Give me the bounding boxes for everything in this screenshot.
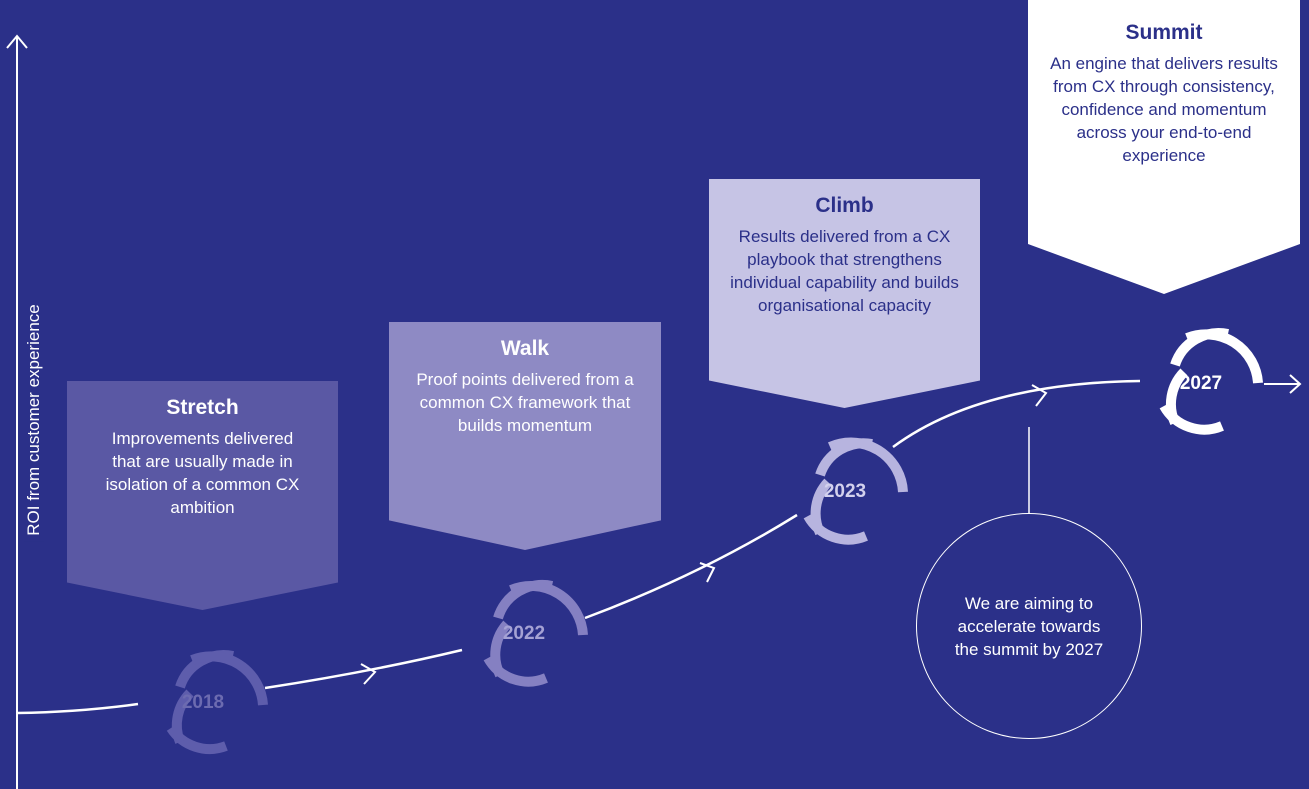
ring-icon-2022: [483, 579, 588, 687]
stage-card-climb: Climb Results delivered from a CX playbo…: [709, 179, 980, 408]
stage-description-stretch: Improvements delivered that are usually …: [105, 429, 300, 517]
stage-card-stretch: Stretch Improvements delivered that are …: [67, 381, 338, 610]
ring-icon-2027: [1159, 328, 1263, 435]
stage-title-climb: Climb: [815, 194, 874, 217]
y-axis-label: ROI from customer experience: [24, 298, 44, 542]
stage-description-summit: An engine that delivers results from CX …: [1050, 54, 1278, 165]
stage-card-walk: Walk Proof points delivered from a commo…: [389, 322, 661, 550]
goal-note-circle: We are aiming to accelerate towards the …: [916, 513, 1142, 739]
curve-segment-3: [584, 513, 798, 620]
curve-arrow-3: [1031, 384, 1048, 407]
stage-title-walk: Walk: [500, 337, 550, 360]
stage-description-walk: Proof points delivered from a common CX …: [416, 370, 634, 435]
curve-arrow-2: [699, 562, 716, 583]
ring-icon-2023: [803, 437, 908, 545]
y-axis-arrowhead: [6, 34, 28, 49]
curve-segment-1: [16, 702, 139, 715]
curve-segment-2: [264, 648, 463, 690]
stage-card-summit: Summit An engine that delivers results f…: [1028, 0, 1300, 294]
curve-arrow-1: [360, 663, 377, 685]
ring-icon-2018: [166, 650, 268, 754]
year-label-2023: 2023: [823, 481, 867, 502]
year-label-2018: 2018: [181, 692, 225, 713]
goal-note-text: We are aiming to accelerate towards the …: [954, 593, 1104, 659]
summit-arrowhead: [1289, 374, 1302, 394]
year-label-2027: 2027: [1179, 373, 1223, 394]
stage-description-climb: Results delivered from a CX playbook tha…: [730, 227, 959, 315]
stage-title-stretch: Stretch: [166, 396, 239, 419]
year-label-2022: 2022: [502, 623, 546, 644]
stage-title-summit: Summit: [1125, 21, 1203, 44]
curve-segment-4: [892, 379, 1141, 449]
